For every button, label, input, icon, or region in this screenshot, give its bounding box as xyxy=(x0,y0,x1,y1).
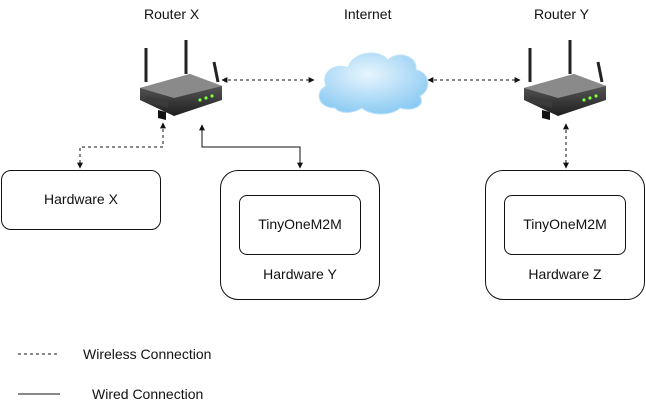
hardware-y-node: TinyOneM2M Hardware Y xyxy=(220,170,380,300)
hardware-z-module-label: TinyOneM2M xyxy=(523,216,607,232)
wired-link-routerx-hardwarey xyxy=(199,124,303,169)
router-x-icon xyxy=(140,40,222,120)
wireless-link-routerx-hardwarex xyxy=(77,122,166,169)
hardware-x-label: Hardware X xyxy=(44,191,118,207)
hardware-y-module: TinyOneM2M xyxy=(239,195,361,255)
hardware-y-label: Hardware Y xyxy=(263,266,337,282)
cloud-icon xyxy=(318,52,429,115)
hardware-y-module-label: TinyOneM2M xyxy=(258,216,342,232)
router-y-icon xyxy=(524,40,606,120)
hardware-z-label: Hardware Z xyxy=(528,266,602,282)
hardware-x-node: Hardware X xyxy=(1,170,161,230)
router-y-label: Router Y xyxy=(534,6,589,22)
router-x-label: Router X xyxy=(144,6,200,22)
hardware-z-module: TinyOneM2M xyxy=(504,195,626,255)
hardware-z-node: TinyOneM2M Hardware Z xyxy=(485,170,645,300)
internet-label: Internet xyxy=(344,6,392,22)
legend-wired-label: Wired Connection xyxy=(92,386,204,402)
legend-wireless-label: Wireless Connection xyxy=(83,346,212,362)
